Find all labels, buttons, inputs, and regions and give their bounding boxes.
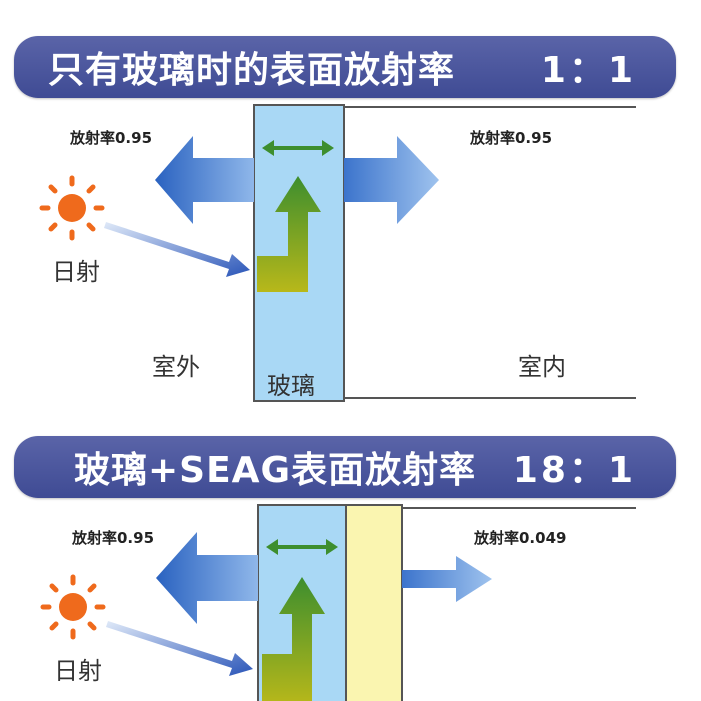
top-outdoor-label: 室外 [152,353,200,381]
bottom-sun-icon [40,574,106,640]
bottom-right-heat-arrow [402,556,492,602]
top-absorbed-arrow [257,176,321,292]
bottom-double-arrow-right [326,539,338,555]
bottom-title: 玻璃+SEAG表面放射率 [74,450,477,491]
bottom-solar-label: 日射 [54,657,102,685]
bottom-title-banner: 玻璃+SEAG表面放射率 18：1 [14,436,676,498]
bottom-emissivity-left: 放射率0.95 [72,529,155,547]
bottom-seag-layer [345,504,403,701]
top-sun-icon [39,175,105,241]
top-left-heat-arrow [155,136,254,224]
bottom-absorbed-arrow [262,577,325,701]
top-title-banner: 只有玻璃时的表面放射率 1：1 [14,36,676,98]
top-ratio: 1：1 [540,50,636,91]
top-right-heat-arrow [344,136,439,224]
top-emissivity-left: 放射率0.95 [70,129,153,147]
top-solar-arrow [104,222,250,277]
top-double-arrow-right [322,140,334,156]
bottom-ratio: 18：1 [512,450,636,491]
top-title: 只有玻璃时的表面放射率 [48,50,456,91]
top-glass-label: 玻璃 [267,372,315,400]
bottom-double-arrow-left [266,539,278,555]
top-solar-label: 日射 [52,258,100,286]
bottom-emissivity-right: 放射率0.049 [474,529,567,547]
top-emissivity-right: 放射率0.95 [470,129,553,147]
bottom-left-heat-arrow [156,532,258,624]
top-double-arrow-left [262,140,274,156]
bottom-solar-arrow [106,621,253,676]
top-indoor-label: 室内 [518,353,566,381]
